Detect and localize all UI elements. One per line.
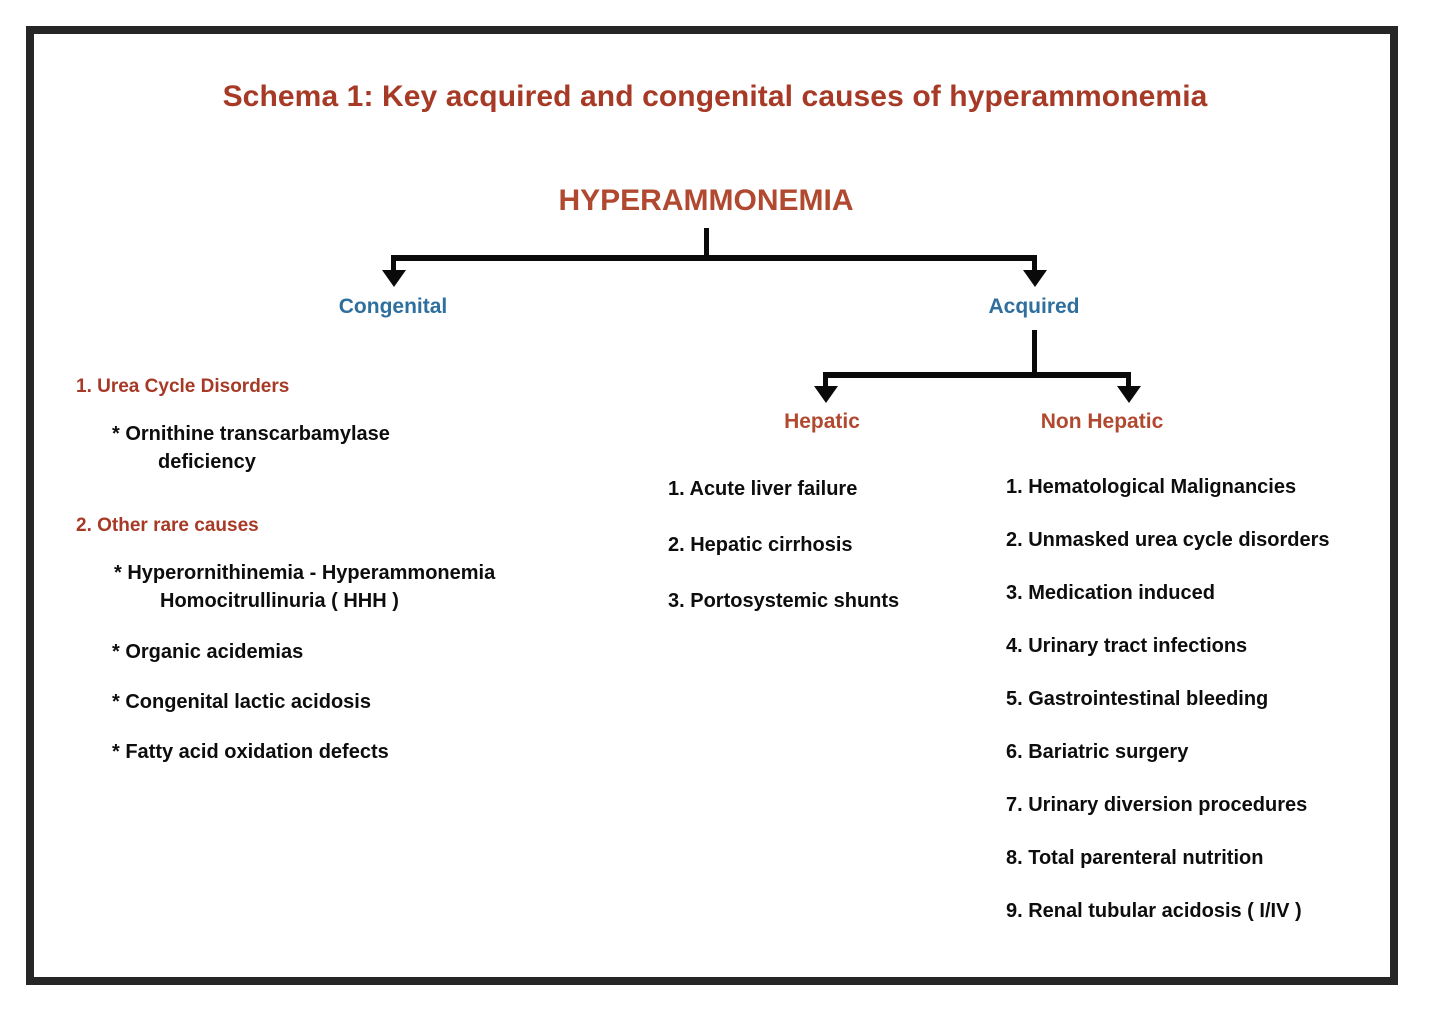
category-heading-other-rare-causes: 2. Other rare causes	[76, 514, 259, 536]
branch-label-non-hepatic: Non Hepatic	[1040, 410, 1164, 433]
arrow-down-icon-non-hepatic	[1117, 386, 1141, 403]
list-item: * Congenital lactic acidosis	[76, 688, 676, 716]
list-item-line1: * Congenital lactic acidosis	[112, 690, 371, 713]
connector-level2-bar	[823, 372, 1131, 378]
branch-label-congenital: Congenital	[338, 295, 448, 318]
urea-cycle-disorders-list: * Ornithine transcarbamylase deficiency	[76, 420, 676, 477]
connector-hepatic-drop	[823, 372, 828, 392]
list-item: * Hyperornithinemia - Hyperammonemia Hom…	[76, 559, 676, 616]
list-item: 4. Urinary tract infections	[1006, 635, 1248, 657]
list-item: * Fatty acid oxidation defects	[76, 738, 676, 766]
list-item-line1: * Organic acidemias	[112, 640, 304, 663]
connector-acquired-drop	[1032, 255, 1037, 277]
list-item: 1. Hematological Malignancies	[1006, 476, 1297, 498]
list-item: 2. Unmasked urea cycle disorders	[1006, 529, 1330, 551]
list-item: 3. Medication induced	[1006, 582, 1215, 604]
other-rare-causes-list: * Hyperornithinemia - Hyperammonemia Hom…	[76, 559, 676, 767]
list-item-line2: Homocitrullinuria ( HHH )	[160, 590, 399, 613]
list-item: 2. Hepatic cirrhosis	[668, 534, 853, 556]
list-item: * Ornithine transcarbamylase deficiency	[76, 420, 676, 477]
category-heading-urea-cycle-disorders: 1. Urea Cycle Disorders	[76, 376, 290, 397]
connector-acquired-stem	[1032, 330, 1037, 375]
list-item: 6. Bariatric surgery	[1006, 741, 1189, 763]
non-hepatic-causes-column: 1. Hematological Malignancies 2. Unmaske…	[1006, 476, 1406, 953]
diagram-border-frame	[26, 26, 1398, 985]
root-node-hyperammonemia: HYPERAMMONEMIA	[558, 184, 854, 217]
list-item-line2: deficiency	[158, 451, 256, 474]
list-item: 5. Gastrointestinal bleeding	[1006, 688, 1269, 710]
list-item-line1: * Ornithine transcarbamylase	[112, 423, 390, 445]
branch-label-acquired: Acquired	[988, 295, 1080, 318]
list-item: 1. Acute liver failure	[668, 478, 858, 500]
connector-congenital-drop	[391, 255, 396, 277]
list-item-line1: * Hyperornithinemia - Hyperammonemia	[114, 561, 496, 584]
list-item: * Organic acidemias	[76, 638, 676, 666]
list-item-line1: * Fatty acid oxidation defects	[112, 741, 389, 764]
arrow-down-icon-congenital	[382, 270, 406, 287]
connector-level1-bar	[391, 255, 1037, 261]
branch-label-hepatic: Hepatic	[784, 410, 860, 433]
list-item: 3. Portosystemic shunts	[668, 590, 900, 612]
connector-root-stem	[704, 228, 709, 260]
connector-non-hepatic-drop	[1126, 372, 1131, 392]
list-item: 8. Total parenteral nutrition	[1006, 847, 1264, 869]
schema-title: Schema 1: Key acquired and congenital ca…	[222, 80, 1208, 113]
hepatic-causes-column: 1. Acute liver failure 2. Hepatic cirrho…	[668, 478, 988, 646]
list-item: 7. Urinary diversion procedures	[1006, 794, 1308, 816]
arrow-down-icon-acquired	[1023, 270, 1047, 287]
list-item: 9. Renal tubular acidosis ( I/IV )	[1006, 900, 1302, 922]
congenital-causes-column: 1. Urea Cycle Disorders * Ornithine tran…	[76, 376, 676, 767]
arrow-down-icon-hepatic	[814, 386, 838, 403]
